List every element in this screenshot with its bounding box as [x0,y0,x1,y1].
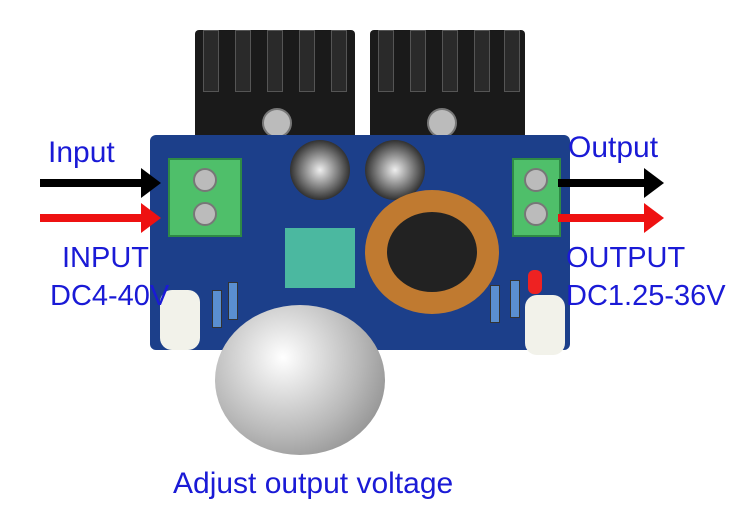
screw-right [427,108,457,138]
input-label: Input [48,136,115,169]
heatsink-left [195,30,355,140]
resistor [212,290,222,328]
input-spec-type: INPUT [62,242,149,274]
heatsink-right [370,30,525,140]
capacitor [365,140,425,200]
standoff [160,290,200,350]
led [528,270,542,294]
caption: Adjust output voltage [173,467,454,500]
output-terminal [512,158,561,237]
potentiometer [285,228,355,288]
input-arrow-red [40,203,161,233]
resistor [490,285,500,323]
standoff [525,295,565,355]
adjustment-knob [215,305,385,455]
output-label: Output [568,131,659,164]
resistor [510,280,520,318]
output-arrow-black [558,168,664,198]
input-spec-range: DC4-40V [50,280,170,312]
resistor [228,282,238,320]
output-spec-range: DC1.25-36V [566,280,726,312]
input-arrow-black [40,168,161,198]
output-arrow-red [558,203,664,233]
inductor-coil [365,190,499,314]
output-spec-type: OUTPUT [566,242,686,274]
capacitor [290,140,350,200]
input-terminal [168,158,242,237]
screw-left [262,108,292,138]
